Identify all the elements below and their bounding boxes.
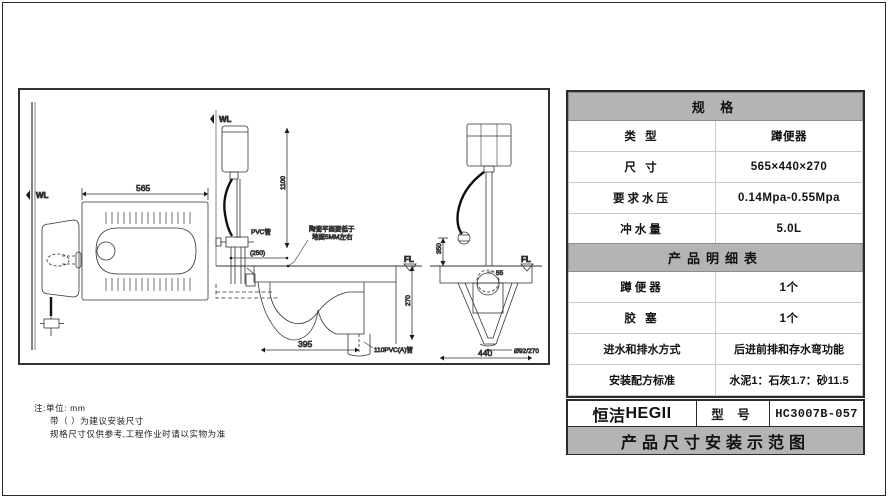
detail-key-pan: 蹲便器 — [568, 271, 716, 303]
dim-height-front: 350 — [436, 243, 443, 254]
spec-value-type: 蹲便器 — [715, 120, 863, 152]
table-row: 冲水量 5.0L — [568, 213, 863, 245]
table-row: 尺 寸 565×440×270 — [568, 151, 863, 183]
label-wl-left: WL — [36, 191, 49, 200]
spec-value-pressure: 0.14Mpa-0.55Mpa — [715, 182, 863, 214]
spec-value-flush: 5.0L — [715, 213, 863, 245]
detail-key-plug: 胶 塞 — [568, 302, 716, 334]
label-fl-mid: FL — [404, 255, 414, 264]
table-row: 胶 塞 1个 — [568, 302, 863, 334]
table-row: 蹲便器 1个 — [568, 271, 863, 303]
spec-key-flush: 冲水量 — [568, 213, 716, 245]
label-drain-pipe: 110PVC(A)管 — [374, 345, 413, 354]
table-row: 进水和排水方式 后进前排和存水弯功能 — [568, 333, 863, 365]
spec-key-type: 类 型 — [568, 120, 716, 152]
spec-key-pressure: 要求水压 — [568, 182, 716, 214]
detail-value-plug: 1个 — [715, 302, 863, 334]
table-header-row: 规 格 — [568, 92, 863, 121]
table-row: 安装配方标准 水泥1：石灰1.7：砂11.5 — [568, 364, 863, 396]
note-ceramic-line1: 陶瓷平面要低于 — [309, 224, 355, 233]
dim-width-top: 565 — [136, 183, 150, 193]
table-header-row: 产品明细表 — [568, 243, 863, 272]
technical-drawing: WL 565 WL — [26, 102, 542, 361]
label-pvc-pipe: PVC管 — [251, 227, 271, 236]
dim-length-section: 395 — [298, 339, 312, 349]
table-row: 要求水压 0.14Mpa-0.55Mpa — [568, 182, 863, 214]
model-label: 型 号 — [697, 401, 770, 426]
table-row: 类 型 蹲便器 — [568, 120, 863, 152]
specification-table: 规 格 类 型 蹲便器 尺 寸 565×440×270 要求水压 0.14Mpa… — [566, 90, 865, 247]
spec-key-size: 尺 寸 — [568, 151, 716, 183]
brand-logo-en: HEGII — [625, 404, 672, 422]
detail-value-drainage: 后进前排和存水弯功能 — [715, 333, 863, 365]
note-ceramic-line2: 地面5MM左右 — [312, 232, 353, 241]
dim-height-section: 270 — [405, 295, 412, 306]
detail-key-mortar: 安装配方标准 — [568, 364, 716, 396]
dim-width-front: 440 — [478, 348, 492, 358]
detail-table-header: 产品明细表 — [568, 243, 863, 272]
spec-value-size: 565×440×270 — [715, 151, 863, 183]
footer-notes: 注:单位: mm 带（ ）为建议安装尺寸 规格尺寸仅供参考,工程作业时请以实物为… — [34, 402, 364, 441]
detail-key-drainage: 进水和排水方式 — [568, 333, 716, 365]
detail-value-mortar: 水泥1：石灰1.7：砂11.5 — [715, 364, 863, 396]
dim-offset-bracket: (250) — [250, 250, 265, 257]
note-line-2: 带（ ）为建议安装尺寸 — [50, 416, 144, 426]
model-value: HC3007B-057 — [775, 406, 858, 421]
drawing-frame — [18, 88, 550, 365]
drawing-title: 产品尺寸安装示范图 — [568, 427, 863, 454]
detail-value-pan: 1个 — [715, 271, 863, 303]
dim-thickness: 55 — [496, 270, 504, 277]
dim-height-cistern: 1100 — [280, 176, 287, 190]
brand-logo-cn: 恒洁 — [592, 407, 626, 425]
label-fl-right: FL — [521, 255, 531, 264]
note-line-3: 规格尺寸仅供参考,工程作业时请以实物为准 — [50, 429, 226, 439]
dim-outlet-dia: Ø92/270 — [514, 348, 539, 355]
spec-table-header: 规 格 — [568, 92, 863, 121]
label-wl-mid: WL — [219, 115, 232, 124]
note-line-1: 注:单位: mm — [34, 403, 86, 413]
product-detail-table: 产品明细表 蹲便器 1个 胶 塞 1个 进水和排水方式 后进前排和存水弯功能 安… — [566, 243, 865, 398]
